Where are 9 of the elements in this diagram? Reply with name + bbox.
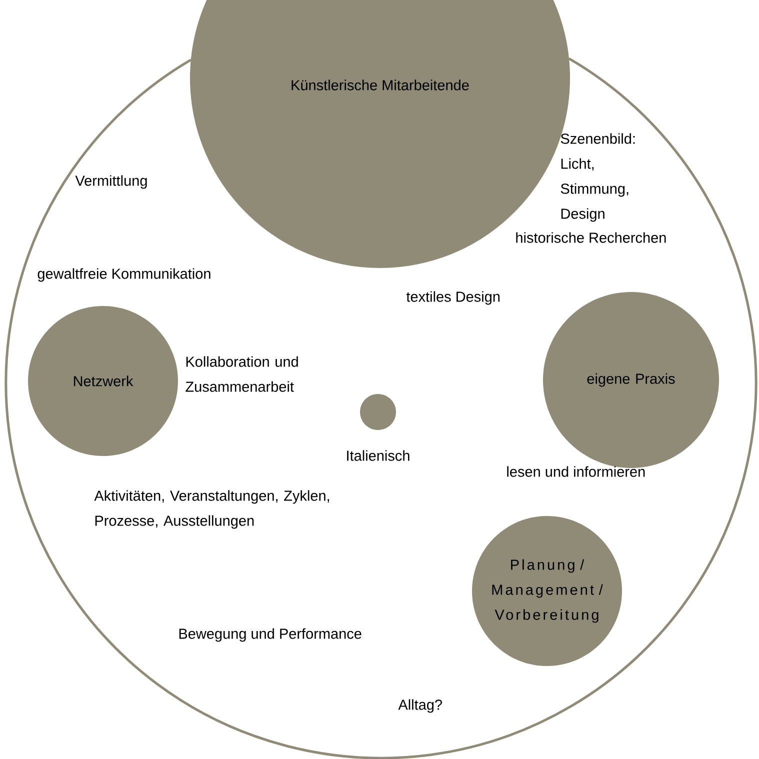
label: Bewegung und Performance bbox=[179, 628, 362, 642]
label: textiles Design bbox=[406, 291, 500, 305]
dot bbox=[360, 394, 396, 430]
label: lesen und informieren bbox=[507, 466, 645, 477]
label: gewaltfreie Kommunikation bbox=[38, 268, 210, 282]
label: Aktivitäten, Veranstaltungen, Zyklen, Prozesse, Ausstellungen bbox=[94, 490, 330, 529]
label: Vermittlung bbox=[75, 175, 147, 189]
label: Alltag? bbox=[398, 699, 442, 713]
dot-caption: Italienisch bbox=[347, 450, 410, 461]
